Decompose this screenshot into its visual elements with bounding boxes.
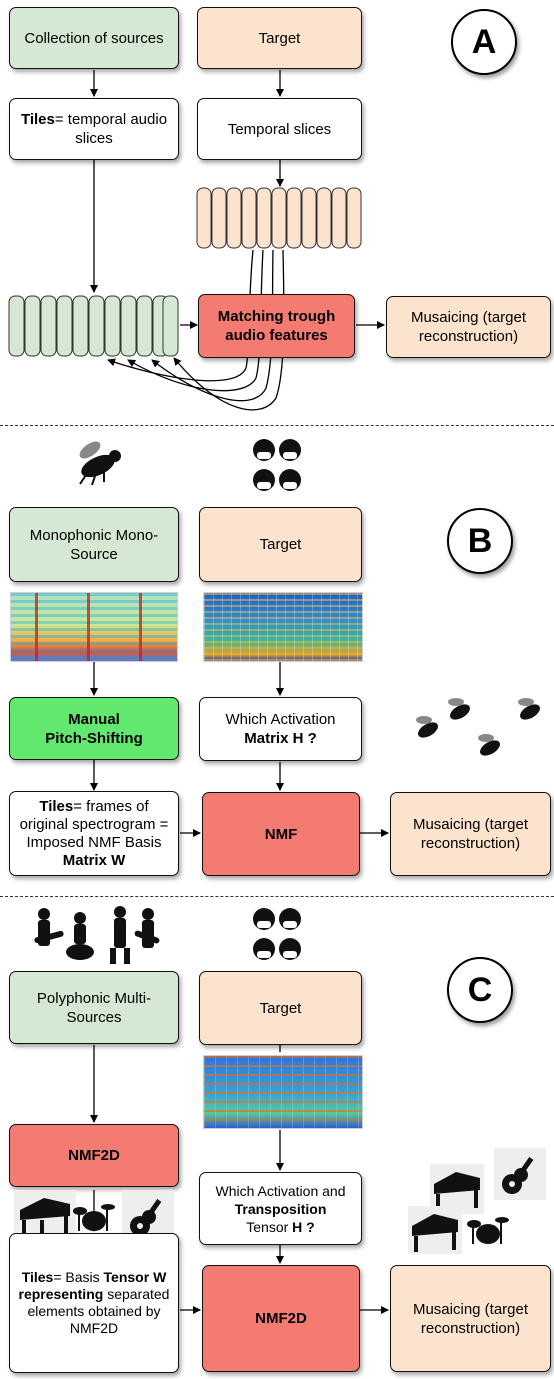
mono-spectrogram	[10, 592, 178, 662]
drums-icon	[73, 1204, 115, 1231]
activation-line1-b: Which Activation	[225, 711, 336, 728]
target-slice-strip	[196, 187, 362, 249]
badge-label-a: A	[471, 22, 497, 61]
activation-bold-c: Transposition	[234, 1200, 327, 1217]
mono-source-box: Monophonic Mono-Source	[9, 507, 179, 582]
tiles-rest2-c: separated elements obtained by NMF2D	[27, 1286, 170, 1336]
mono-source-label: Monophonic Mono-Source	[29, 526, 159, 563]
tiles-text-b: Tiles= frames of original spectrogram = …	[14, 798, 174, 870]
tiles-text-c: Tiles= Basis Tensor W representing separ…	[14, 1269, 174, 1337]
musaicing-label-b: Musaicing (target reconstruction)	[412, 816, 529, 852]
tiles-box-b: Tiles= frames of original spectrogram = …	[9, 791, 179, 876]
tiles-text-a: Tiles= temporal audio slices	[14, 110, 174, 148]
nmf2d-top-box: NMF2D	[9, 1124, 179, 1187]
tiles-bold-a: Tiles	[20, 111, 55, 128]
activation-line1-c: Which Activation and	[215, 1182, 346, 1199]
pitch-line2: Pitch-Shifting	[45, 729, 143, 747]
separator-2	[0, 896, 554, 897]
tiles-box-a: Tiles= temporal audio slices	[9, 98, 179, 160]
piano-icon-right-1	[430, 1164, 484, 1214]
musaicing-box-b: Musaicing (target reconstruction)	[390, 792, 551, 876]
separator-1	[0, 425, 554, 426]
temporal-slices-box: Temporal slices	[197, 98, 362, 160]
tiles-bold1-c: Tiles	[21, 1269, 54, 1285]
tiles-box-c: Tiles= Basis Tensor W representing separ…	[9, 1233, 179, 1373]
bee-swarm-icon	[416, 698, 540, 756]
panel-badge-b: B	[447, 508, 513, 574]
target-box-c: Target	[199, 971, 362, 1045]
tiles-bold-b: Tiles	[39, 797, 74, 815]
musaicing-box-a: Musaicing (target reconstruction)	[386, 296, 551, 358]
target-label-c: Target	[259, 999, 302, 1017]
bee-icon	[79, 441, 121, 486]
beatles-faces-icon	[253, 439, 301, 491]
sources-label-a: Collection of sources	[24, 29, 164, 47]
nmf2d-top-label: NMF2D	[68, 1147, 120, 1164]
poly-source-label: Polyphonic Multi-Sources	[36, 989, 152, 1026]
tiles-matrix-b: Matrix W	[62, 851, 126, 869]
drums-icon-right	[467, 1217, 509, 1244]
nmf2d-label: NMF2D	[255, 1310, 307, 1327]
musaicing-label-c: Musaicing (target reconstruction)	[412, 1300, 529, 1337]
nmf-box: NMF	[202, 792, 360, 876]
temporal-slices-label: Temporal slices	[227, 120, 332, 138]
target-spectrogram-c	[203, 1055, 363, 1129]
target-box-a: Target	[197, 7, 362, 69]
tiles-rest-b: = frames of original spectrogram = Impos…	[19, 797, 169, 851]
activation-line3b-c: H ?	[292, 1218, 315, 1235]
matching-box: Matching trough audio features	[198, 294, 355, 358]
badge-label-c: C	[467, 970, 493, 1009]
target-label-a: Target	[258, 29, 301, 47]
nmf-label: NMF	[264, 825, 298, 843]
matching-label: Matching trough audio features	[217, 308, 336, 344]
musaicing-box-c: Musaicing (target reconstruction)	[390, 1265, 551, 1372]
activation-line2-b: Matrix H ?	[244, 730, 317, 747]
nmf2d-box: NMF2D	[202, 1265, 360, 1372]
panel-badge-c: C	[447, 957, 513, 1023]
tiles-bold2-c: Tensor W representing	[18, 1269, 167, 1302]
musaicing-label-a: Musaicing (target reconstruction)	[410, 309, 527, 345]
poly-source-box: Polyphonic Multi-Sources	[9, 971, 179, 1044]
source-tile-strip	[8, 295, 179, 357]
tiles-rest1-c: = Basis	[53, 1269, 100, 1285]
panel-badge-a: A	[451, 9, 517, 75]
guitar-icon-right	[494, 1148, 546, 1200]
target-label-b: Target	[259, 536, 302, 553]
pitch-line1: Manual	[68, 710, 120, 728]
badge-label-b: B	[467, 521, 493, 560]
beatles-faces-icon-c	[253, 908, 301, 960]
band-icon	[34, 906, 160, 964]
sources-box-a: Collection of sources	[9, 7, 179, 69]
piano-icon-right-2	[408, 1206, 462, 1254]
tiles-rest-a: = temporal audio slices	[54, 111, 168, 147]
activation-line3a-c: Tensor	[246, 1218, 289, 1235]
target-spectrogram-b	[203, 592, 363, 662]
target-box-b: Target	[199, 507, 362, 582]
